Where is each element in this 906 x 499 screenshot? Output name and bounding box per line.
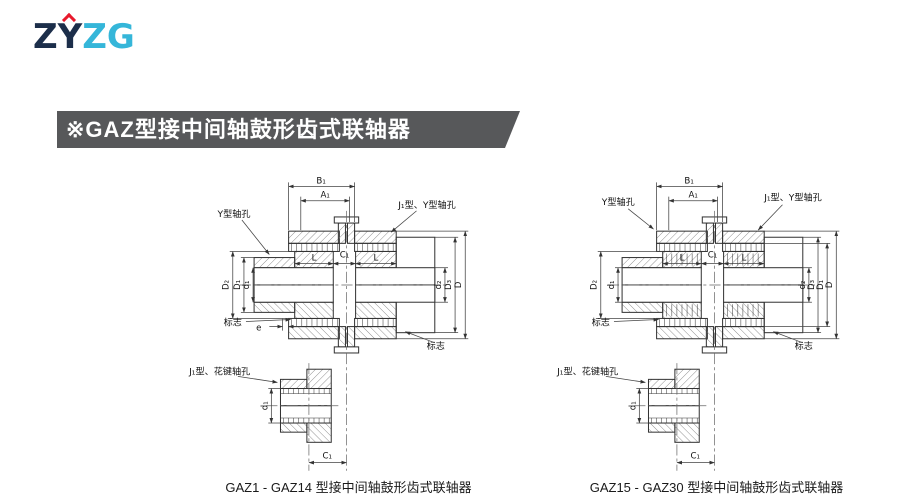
dim-label-spline-d1: d₁ [260, 401, 270, 410]
figure-gaz1-gaz14: Y型轴孔 J₁型、Y型轴孔 B₁ A₁ L C₁ L D₂ D₁ d₁ d₂ D… [181, 166, 516, 496]
caption-gaz1-gaz14: GAZ1 - GAZ14 型接中间轴鼓形齿式联轴器 [225, 480, 472, 495]
dim-label-D: D [454, 281, 464, 288]
label-spline-bore: J₁型、花键轴孔 [188, 365, 250, 377]
coupling-lower-half [621, 284, 804, 354]
dim-label-c1-bottom: C₁ [690, 452, 699, 462]
gear-teeth-right [725, 243, 762, 252]
company-logo: ZYZG [33, 12, 135, 57]
outer-sleeve-right [354, 230, 397, 244]
spline-hub-flange [306, 368, 332, 390]
gaz1-gaz14-technical-drawing: Y型轴孔 J₁型、Y型轴孔 B₁ A₁ L C₁ L D₂ D₁ d₁ d₂ D… [188, 176, 469, 471]
dim-label-a1: A₁ [320, 191, 329, 201]
bore-right [723, 267, 804, 286]
flange-plate-right [346, 222, 356, 244]
spline-bore [647, 388, 700, 407]
dim-label-b1: B₁ [684, 176, 693, 186]
dim-label-d2: d₂ [798, 281, 808, 290]
label-y-bore: Y型轴孔 [217, 208, 251, 220]
logo-text-zg: ZG [82, 17, 135, 57]
dim-label-spline-d1: d₁ [628, 401, 638, 410]
outer-sleeve-left [288, 230, 340, 244]
dim-label-a1: A₁ [688, 191, 697, 201]
spline-bore [279, 388, 332, 407]
dim-label-l-right: L [742, 254, 747, 264]
dim-label-d1: d₁ [242, 281, 252, 290]
dim-label-l-left: L [680, 254, 685, 264]
dim-label-d1: d₁ [607, 281, 617, 290]
gear-mesh-right [722, 242, 765, 252]
outer-sleeve-left [656, 230, 708, 244]
dim-label-b1: B₁ [316, 176, 325, 186]
label-y-bore: Y型轴孔 [601, 196, 635, 208]
hub-lamination-right [727, 253, 759, 266]
gaz15-gaz30-technical-drawing: Y型轴孔 J₁型、Y型轴孔 B₁ A₁ L C₁ L D₂ d₁ d₂ D₃ D… [556, 176, 840, 471]
dim-label-d2: d₂ [434, 281, 444, 290]
outer-sleeve-right [722, 230, 765, 244]
gear-teeth-left [659, 243, 706, 252]
coupling-half-section [253, 216, 436, 286]
dimension-lines [229, 182, 469, 465]
figure-gaz15-gaz30: Y型轴孔 J₁型、Y型轴孔 B₁ A₁ L C₁ L D₂ d₁ d₂ D₃ D… [549, 166, 884, 496]
label-mark-left: 标志 [224, 317, 242, 329]
flange-plate-left [705, 222, 714, 244]
dim-label-l-left: L [312, 254, 317, 264]
spline-hub-half [647, 368, 700, 407]
dim-label-D2: D₂ [590, 280, 600, 290]
coupling-lower-half [253, 284, 436, 354]
spline-hub-flange [674, 368, 700, 390]
gear-teeth-right [357, 243, 394, 252]
hub-lamination-left [666, 253, 698, 266]
label-mark-right: 标志 [427, 340, 445, 352]
dimension-lines [597, 182, 840, 465]
dim-label-c1-mid: C₁ [708, 251, 717, 261]
gear-mesh-left [656, 242, 708, 252]
spline-hub-barrel [647, 378, 676, 390]
dim-label-c1-mid: C₁ [340, 251, 349, 261]
spline-hub-lower-half [647, 405, 700, 443]
logo-text-zy: ZY [33, 17, 83, 57]
label-spline-bore: J₁型、花键轴孔 [556, 365, 618, 377]
spline-hub-half [279, 368, 332, 407]
flange-plate-left [337, 222, 346, 244]
spline-hub-lower-half [279, 405, 332, 443]
bore-left [253, 267, 334, 286]
label-j1-y-bore: J₁型、Y型轴孔 [763, 192, 822, 204]
section-title-banner: ※GAZ型接中间轴鼓形齿式联轴器 [57, 111, 520, 148]
gear-mesh-right [354, 242, 397, 252]
gear-mesh-left [288, 242, 340, 252]
drawing-labels: Y型轴孔 J₁型、Y型轴孔 B₁ A₁ L C₁ L D₂ D₁ d₁ d₂ D… [188, 176, 464, 461]
hub-barrel-left [621, 257, 664, 269]
bore-left [621, 267, 702, 286]
dim-label-c1-bottom: C₁ [322, 452, 331, 462]
section-title: ※GAZ型接中间轴鼓形齿式联轴器 [66, 117, 411, 142]
dim-label-D1: D₁ [233, 280, 243, 290]
coupling-half-section [621, 216, 804, 286]
drawing-labels: Y型轴孔 J₁型、Y型轴孔 B₁ A₁ L C₁ L D₂ d₁ d₂ D₃ D… [556, 176, 835, 461]
label-mark-right: 标志 [795, 340, 813, 352]
label-j1-y-bore: J₁型、Y型轴孔 [397, 199, 456, 211]
hub-barrel-left [253, 257, 296, 269]
dim-label-D1: D₁ [816, 280, 826, 290]
flange-plate-right [714, 222, 724, 244]
dim-label-l-right: L [374, 254, 379, 264]
gear-teeth-left [291, 243, 338, 252]
bore-right [355, 267, 436, 286]
spline-hub-barrel [279, 378, 308, 390]
dim-label-D: D [825, 281, 835, 288]
dim-label-e: e [256, 324, 261, 334]
dim-label-D3: D₃ [444, 279, 454, 290]
label-mark-left: 标志 [592, 317, 610, 329]
dim-label-D2: D₂ [222, 280, 232, 290]
dim-label-D3: D₃ [807, 279, 817, 290]
caption-gaz15-gaz30: GAZ15 - GAZ30 型接中间轴鼓形齿式联轴器 [589, 480, 844, 495]
